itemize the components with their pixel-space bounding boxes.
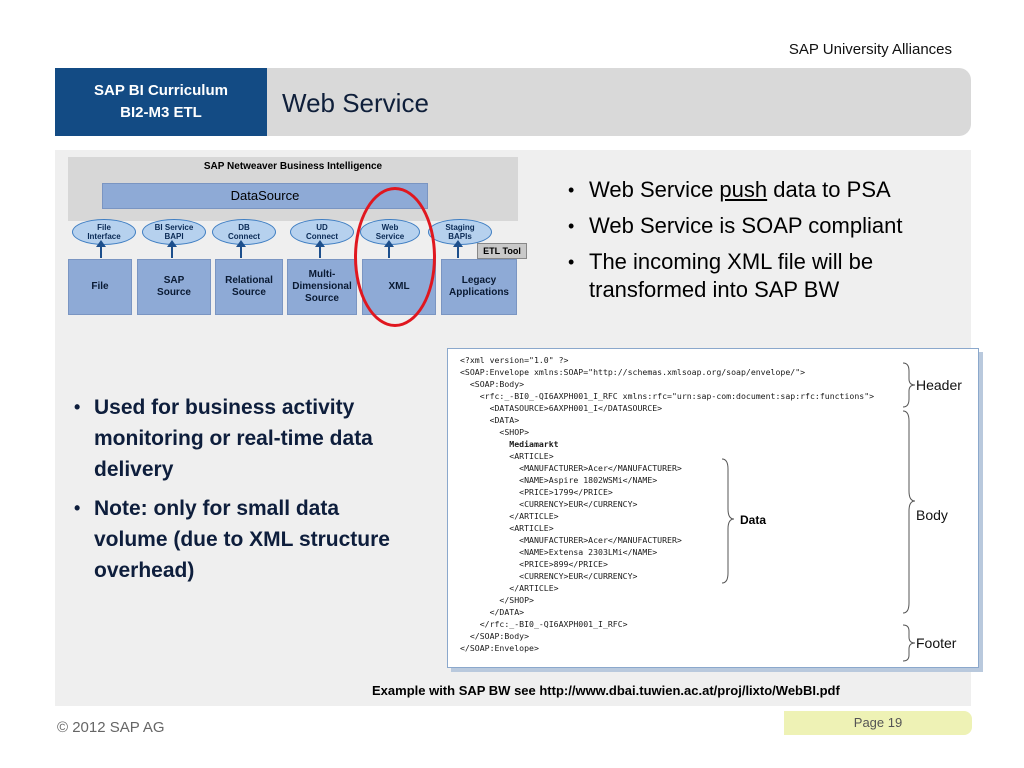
source-line2: Dimensional [292, 281, 352, 292]
xml-code-line: <DATA> [460, 415, 520, 425]
xml-code-line: <CURRENCY>EUR</CURRENCY> [460, 571, 638, 581]
up-arrow-icon [453, 240, 463, 258]
interface-line1: Staging [445, 223, 475, 232]
data-brace-icon [721, 458, 735, 584]
bullet-item: Note: only for small data volume (due to… [70, 493, 410, 586]
interface-line1: BI Service [154, 223, 194, 232]
xml-code-line: <ARTICLE> [460, 451, 554, 461]
highlight-ring [354, 187, 436, 327]
body-brace-icon [902, 410, 916, 614]
up-arrow-icon [167, 240, 177, 258]
up-arrow-icon [96, 240, 106, 258]
bullet-text: Web Service [589, 177, 720, 202]
xml-code-line: <CURRENCY>EUR</CURRENCY> [460, 499, 638, 509]
header-brace-icon [902, 362, 916, 408]
curriculum-badge: SAP BI Curriculum BI2-M3 ETL [55, 68, 267, 136]
xml-code-line: <PRICE>899</PRICE> [460, 559, 608, 569]
source-line3: Source [305, 293, 339, 304]
xml-code-line: </DATA> [460, 607, 525, 617]
source-line2: Source [232, 287, 266, 298]
xml-code-line: </rfc:_-BI0_-QI6AXPH001_I_RFC> [460, 619, 628, 629]
source-line2: Source [157, 287, 191, 298]
xml-code-line: Mediamarkt [460, 439, 559, 449]
xml-code-line: <?xml version="1.0" ?> [460, 355, 569, 365]
etl-tool-label: ETL Tool [477, 243, 527, 259]
xml-code-line: <rfc:_-BI0_-QI6AXPH001_I_RFC xmlns:rfc="… [460, 391, 875, 401]
xml-code-line: </SOAP:Envelope> [460, 643, 539, 653]
up-arrow-icon [236, 240, 246, 258]
curriculum-line2: BI2-M3 ETL [120, 104, 202, 121]
source-line1: Relational [225, 275, 273, 286]
interface-line1: File [97, 223, 111, 232]
xml-code-line: </SOAP:Body> [460, 631, 530, 641]
footer-brace-icon [902, 624, 916, 662]
bullet-text: data to PSA [767, 177, 891, 202]
xml-code-line: <NAME>Extensa 2303LMi</NAME> [460, 547, 658, 557]
source-line1: SAP [163, 275, 185, 286]
xml-code-line: </ARTICLE> [460, 583, 559, 593]
xml-code-line: <SOAP:Body> [460, 379, 525, 389]
source-sap: SAP Source [137, 259, 211, 315]
xml-code-line: <SHOP> [460, 427, 530, 437]
left-bullet-list: Used for business activity monitoring or… [70, 392, 410, 594]
xml-code-line: <MANUFACTURER>Acer</MANUFACTURER> [460, 535, 682, 545]
page-title: Web Service [282, 88, 429, 118]
interface-line2: Interface [87, 232, 121, 241]
interface-line2: Connect [228, 232, 260, 241]
footer-label: Footer [916, 635, 957, 651]
header-label: Header [916, 377, 962, 393]
source-file: File [68, 259, 132, 315]
bullet-item: Web Service push data to PSA [562, 176, 992, 204]
bullet-item: Used for business activity monitoring or… [70, 392, 410, 485]
bullet-item: The incoming XML file will be transforme… [562, 248, 992, 304]
bullet-underlined: push [719, 177, 768, 202]
interface-ud-connect: UD Connect [290, 219, 354, 245]
interface-line1: DB [238, 223, 250, 232]
source-legacy: Legacy Applications [441, 259, 517, 315]
page-number: Page 19 [784, 711, 972, 735]
interface-line1: UD [316, 223, 328, 232]
xml-code-line: </SHOP> [460, 595, 534, 605]
up-arrow-icon [315, 240, 325, 258]
xml-code-line: </ARTICLE> [460, 511, 559, 521]
xml-code-line: <ARTICLE> [460, 523, 554, 533]
xml-code-line: <SOAP:Envelope xmlns:SOAP="http://schema… [460, 367, 806, 377]
body-label: Body [916, 507, 948, 523]
copyright: © 2012 SAP AG [57, 719, 165, 736]
source-relational: Relational Source [215, 259, 283, 315]
org-label: SAP University Alliances [788, 41, 952, 58]
xml-code-line: <NAME>Aspire 1802WSMi</NAME> [460, 475, 658, 485]
data-label: Data [740, 513, 767, 527]
bi-title: SAP Netweaver Business Intelligence [203, 161, 383, 172]
top-bullet-list: Web Service push data to PSA Web Service… [562, 176, 992, 312]
brace-graphics [721, 362, 916, 662]
xml-example-box: <?xml version="1.0" ?> <SOAP:Envelope xml… [447, 348, 979, 668]
xml-code-line: <MANUFACTURER>Acer</MANUFACTURER> [460, 463, 682, 473]
source-line1: Multi- [308, 269, 336, 280]
curriculum-line1: SAP BI Curriculum [94, 82, 228, 99]
source-line1: File [91, 281, 109, 292]
xml-code-line: <DATASOURCE>6AXPH001_I</DATASOURCE> [460, 403, 663, 413]
source-multidimensional: Multi- Dimensional Source [287, 259, 357, 315]
xml-code-line: <PRICE>1799</PRICE> [460, 487, 613, 497]
interface-line2: BAPI [164, 232, 184, 241]
source-line1: Legacy [461, 275, 497, 286]
source-line2: Applications [448, 287, 509, 298]
bullet-item: Web Service is SOAP compliant [562, 212, 992, 240]
interface-line2: Connect [306, 232, 338, 241]
interface-line2: BAPIs [448, 232, 472, 241]
example-caption: Example with SAP BW see http://www.dbai.… [372, 683, 840, 698]
